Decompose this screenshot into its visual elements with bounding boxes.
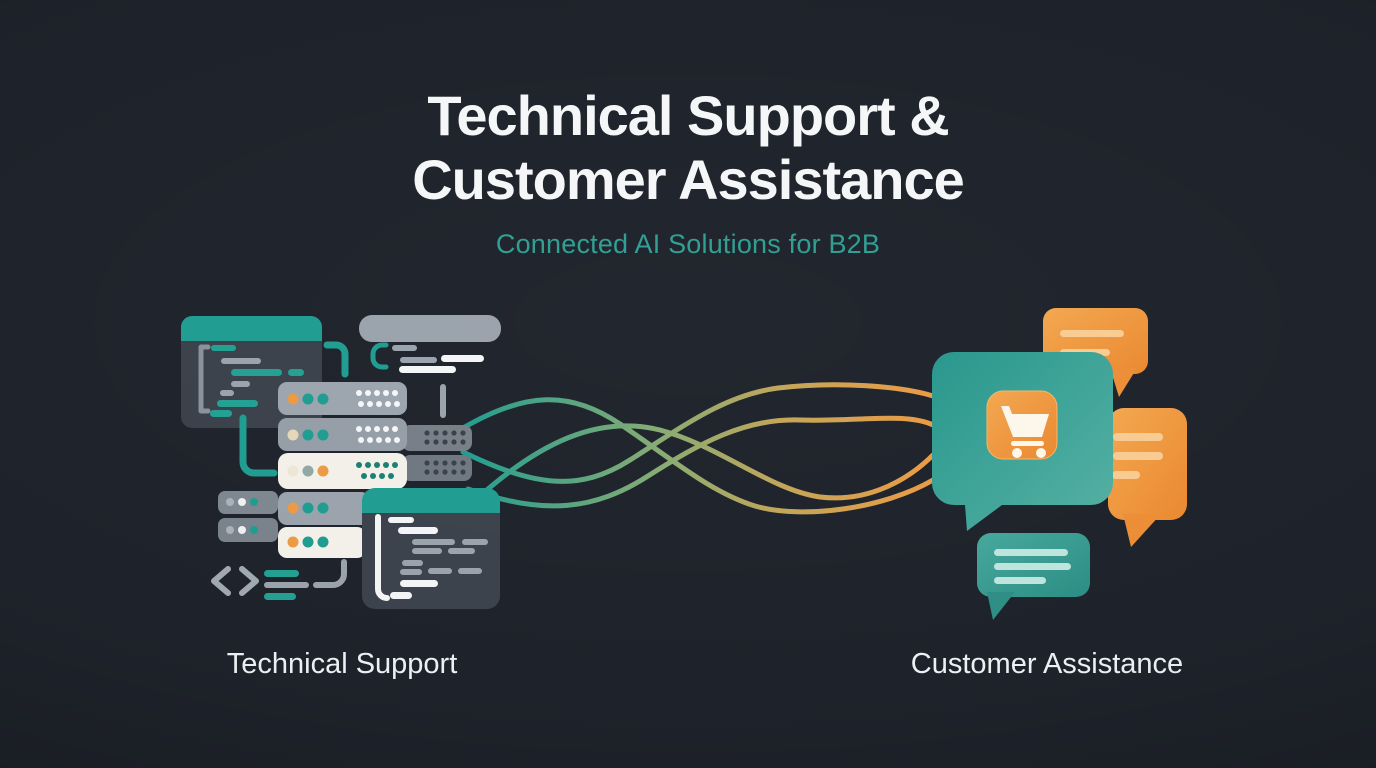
page-title-line-1: Technical Support &	[427, 84, 949, 147]
shopping-cart-icon	[986, 390, 1058, 460]
code-window-icon	[362, 488, 500, 609]
flow-lines-icon	[460, 382, 936, 515]
server-rack-icon	[218, 382, 407, 558]
angle-brackets-icon	[211, 566, 259, 596]
page-subtitle: Connected AI Solutions for B2B	[495, 229, 881, 259]
connector-elbow-icon	[313, 559, 347, 588]
code-lines	[210, 345, 304, 417]
window-header-icon	[359, 315, 501, 418]
connector-elbow-icon	[239, 341, 349, 477]
chat-bubble-icon	[932, 352, 1113, 531]
page-title: Technical Support & Customer Assistance	[0, 84, 1376, 212]
chat-bubble-icon	[977, 533, 1090, 620]
list-lines-icon	[264, 570, 309, 600]
right-cluster-label: Customer Assistance	[910, 648, 1184, 680]
server-fragment-icon	[402, 425, 472, 481]
chat-bubble-icon	[1108, 408, 1187, 547]
technical-support-cluster	[181, 315, 501, 609]
customer-assistance-cluster	[932, 308, 1187, 620]
page-title-line-2: Customer Assistance	[412, 148, 965, 211]
code-lines	[388, 517, 488, 599]
left-cluster-label: Technical Support	[226, 648, 458, 680]
